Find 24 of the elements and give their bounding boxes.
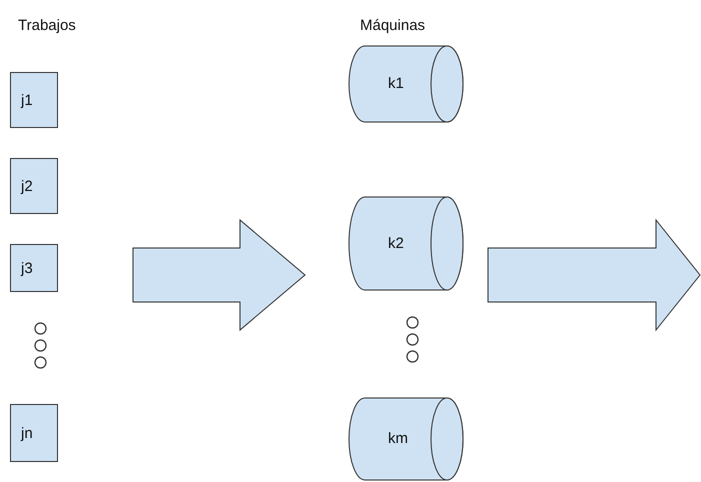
- ellipsis-dot: [34, 356, 47, 369]
- machine-cylinder: [348, 397, 464, 481]
- node-label: j3: [21, 260, 33, 277]
- job-box: [10, 404, 58, 462]
- ellipsis-dot: [406, 316, 419, 329]
- job-box: [10, 72, 58, 128]
- job-box: [10, 244, 58, 292]
- ellipsis-dot: [34, 322, 47, 335]
- ellipsis-dot: [406, 350, 419, 363]
- node-label: jn: [21, 425, 33, 442]
- node-label: km: [388, 430, 408, 447]
- ellipsis-dot: [406, 333, 419, 346]
- column-heading: Máquinas: [360, 17, 426, 34]
- node-label: j1: [21, 92, 33, 109]
- block-arrow: [132, 218, 306, 332]
- column-heading: Trabajos: [18, 17, 76, 34]
- machine-cylinder: [348, 196, 464, 291]
- node-label: k1: [388, 75, 404, 92]
- node-label: j2: [21, 178, 33, 195]
- ellipsis-dot: [34, 339, 47, 352]
- node-label: k2: [388, 234, 404, 252]
- machine-cylinder: [348, 45, 464, 123]
- block-arrow: [488, 218, 701, 332]
- job-box: [10, 158, 58, 214]
